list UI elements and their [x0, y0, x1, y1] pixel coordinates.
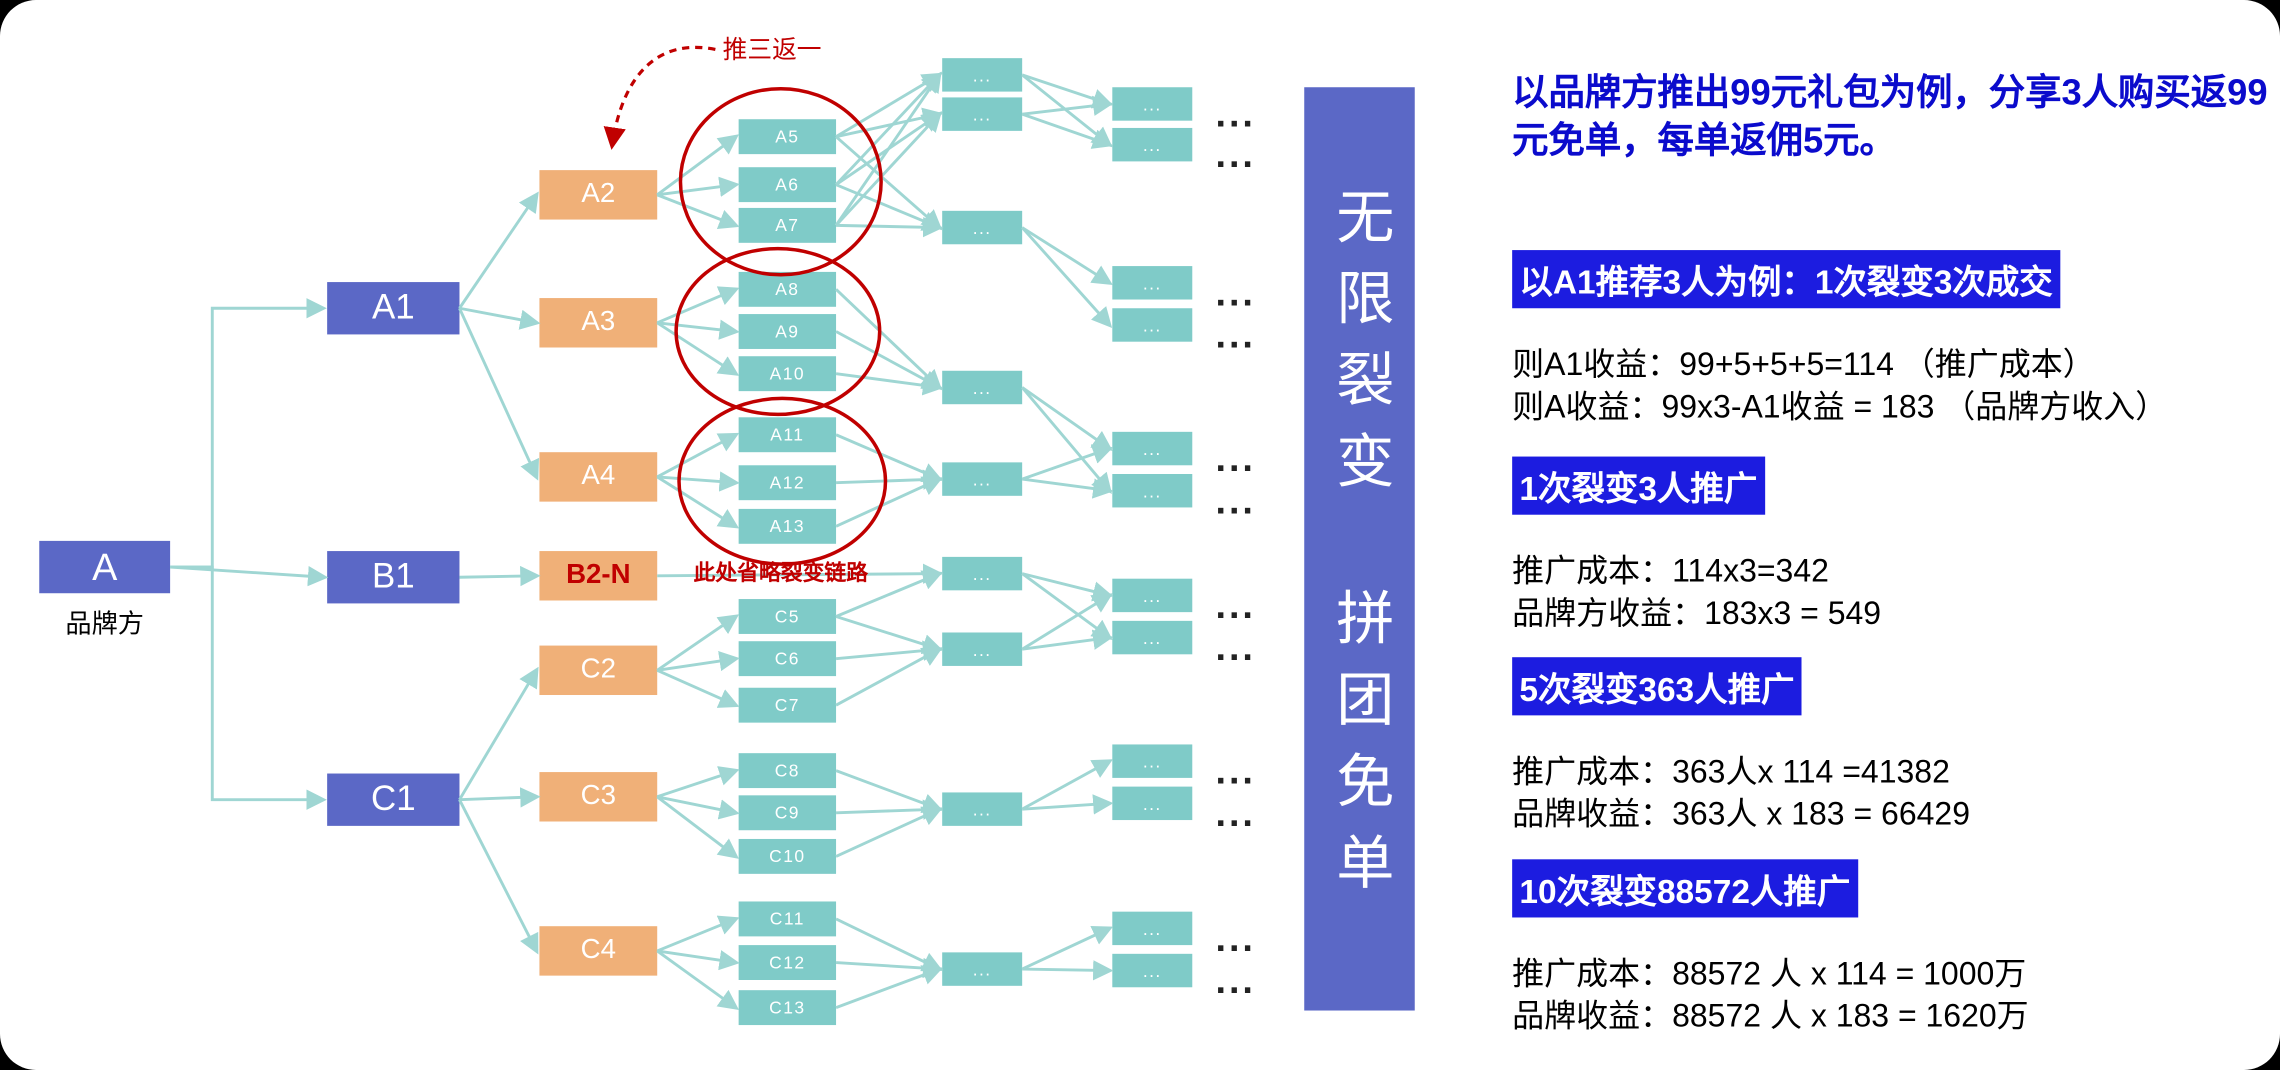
continuation-ellipsis: ... [1215, 958, 1256, 1002]
calc-line: 品牌方收益：183x3 = 549 [1512, 594, 1882, 632]
node-L5a2: ... [942, 97, 1023, 131]
node-L6c5: ... [1112, 911, 1193, 946]
node-L6a6: ... [1112, 474, 1193, 508]
node-A10: A10 [738, 356, 837, 392]
node-C8: C8 [738, 753, 837, 789]
node-C3: C3 [539, 772, 658, 822]
node-L5a4: ... [942, 370, 1023, 405]
node-C9: C9 [738, 795, 837, 831]
intro-text: 以品牌方推出99元礼包为例，分享3人购买返99元免单，每单返佣5元。 [1512, 72, 2268, 162]
node-L5c4: ... [942, 952, 1023, 986]
node-L6a5: ... [1112, 431, 1193, 466]
node-L6c2: ... [1112, 620, 1193, 655]
node-L5c2: ... [942, 632, 1023, 666]
node-L5c3: ... [942, 792, 1023, 826]
section-heading: 以A1推荐3人为例：1次裂变3次成交 [1512, 250, 2060, 309]
node-A13: A13 [738, 508, 837, 544]
calc-line: 品牌收益：363人 x 183 = 66429 [1512, 795, 1971, 832]
continuation-ellipsis: ... [1215, 436, 1256, 480]
node-C5: C5 [738, 599, 837, 634]
node-C10: C10 [738, 838, 837, 874]
calc-line: 则A收益：99x3-A1收益 = 183 （品牌方收入） [1512, 388, 2168, 425]
root-caption: 品牌方 [65, 609, 144, 639]
node-A11: A11 [738, 417, 837, 453]
node-C12: C12 [738, 945, 837, 980]
node-L6c3: ... [1112, 744, 1193, 778]
node-L6c4: ... [1112, 786, 1193, 821]
node-A2: A2 [539, 170, 658, 220]
node-B1: B1 [327, 551, 460, 604]
section-heading: 5次裂变363人推广 [1512, 657, 1802, 716]
continuation-ellipsis: ... [1215, 312, 1256, 357]
annotation-omitted-label: 此处省略裂变链路 [693, 561, 869, 586]
node-A12: A12 [738, 465, 837, 501]
node-A3: A3 [539, 298, 658, 348]
section-1-round: 1次裂变3人推广 推广成本：114x3=342 品牌方收益：183x3 = 54… [1512, 456, 2280, 634]
node-L5a3: ... [942, 210, 1023, 245]
continuation-ellipsis: ... [1215, 583, 1256, 627]
section-heading: 1次裂变3人推广 [1512, 456, 1765, 515]
section-lines: 推广成本：114x3=342 品牌方收益：183x3 = 549 [1512, 550, 2280, 634]
continuation-ellipsis: ... [1215, 790, 1256, 835]
node-L6a2: ... [1112, 127, 1193, 162]
node-B2N: B2-N [539, 551, 658, 601]
node-L5c1: ... [942, 556, 1023, 591]
node-A: A [39, 540, 171, 594]
node-A9: A9 [738, 314, 837, 349]
continuation-ellipsis: ... [1215, 625, 1256, 669]
calc-line: 推广成本：88572 人 x 114 = 1000万 [1512, 955, 2027, 992]
section-example: 以A1推荐3人为例：1次裂变3次成交 则A1收益：99+5+5+5=114 （推… [1512, 250, 2280, 427]
node-A8: A8 [738, 271, 837, 307]
node-C13: C13 [738, 990, 837, 1026]
node-A4: A4 [539, 452, 658, 502]
node-A6: A6 [738, 167, 837, 203]
banner-line1: 无限裂变 [1327, 185, 1392, 512]
node-C4: C4 [539, 926, 658, 976]
continuation-ellipsis: ... [1215, 132, 1256, 176]
section-lines: 则A1收益：99+5+5+5=114 （推广成本） 则A收益：99x3-A1收益… [1512, 343, 2280, 427]
continuation-ellipsis: ... [1215, 748, 1256, 793]
node-L5a1: ... [942, 58, 1023, 92]
section-5-rounds: 5次裂变363人推广 推广成本：363人x 114 =41382 品牌收益：36… [1512, 657, 2280, 834]
annotation-referral-label: 推三返一 [722, 36, 822, 64]
node-C2: C2 [539, 645, 658, 696]
section-lines: 推广成本：363人x 114 =41382 品牌收益：363人 x 183 = … [1512, 750, 2280, 834]
continuation-ellipsis: ... [1215, 270, 1256, 315]
section-10-rounds: 10次裂变88572人推广 推广成本：88572 人 x 114 = 1000万… [1512, 859, 2280, 1036]
node-L6a4: ... [1112, 308, 1193, 342]
node-L6a1: ... [1112, 87, 1193, 121]
node-L6c1: ... [1112, 578, 1193, 613]
section-lines: 推广成本：88572 人 x 114 = 1000万 品牌收益：88572 人 … [1512, 952, 2280, 1036]
calc-line: 推广成本：114x3=342 [1512, 552, 1829, 589]
calc-line: 则A1收益：99+5+5+5=114 （推广成本） [1512, 346, 2095, 383]
banner: 无限裂变 拼团免单 [1304, 87, 1415, 1011]
section-heading: 10次裂变88572人推广 [1512, 859, 1858, 918]
calc-line: 品牌收益：88572 人 x 183 = 1620万 [1512, 997, 2029, 1034]
continuation-ellipsis: ... [1215, 478, 1256, 522]
calc-line: 推广成本：363人x 114 =41382 [1512, 753, 1950, 790]
node-C1: C1 [327, 773, 460, 826]
node-A1: A1 [327, 282, 460, 335]
continuation-ellipsis: ... [1215, 916, 1256, 960]
node-A7: A7 [738, 207, 837, 243]
node-L6a3: ... [1112, 266, 1193, 300]
node-L6c6: ... [1112, 953, 1193, 988]
node-C7: C7 [738, 687, 837, 723]
explanation-panel: 以品牌方推出99元礼包为例，分享3人购买返99元免单，每单返佣5元。 以A1推荐… [1512, 0, 2280, 1070]
node-A5: A5 [738, 119, 837, 155]
banner-line2: 拼团免单 [1327, 586, 1392, 913]
continuation-ellipsis: ... [1215, 91, 1256, 136]
node-C6: C6 [738, 641, 837, 677]
node-L5a5: ... [942, 462, 1023, 496]
node-C11: C11 [738, 901, 837, 937]
